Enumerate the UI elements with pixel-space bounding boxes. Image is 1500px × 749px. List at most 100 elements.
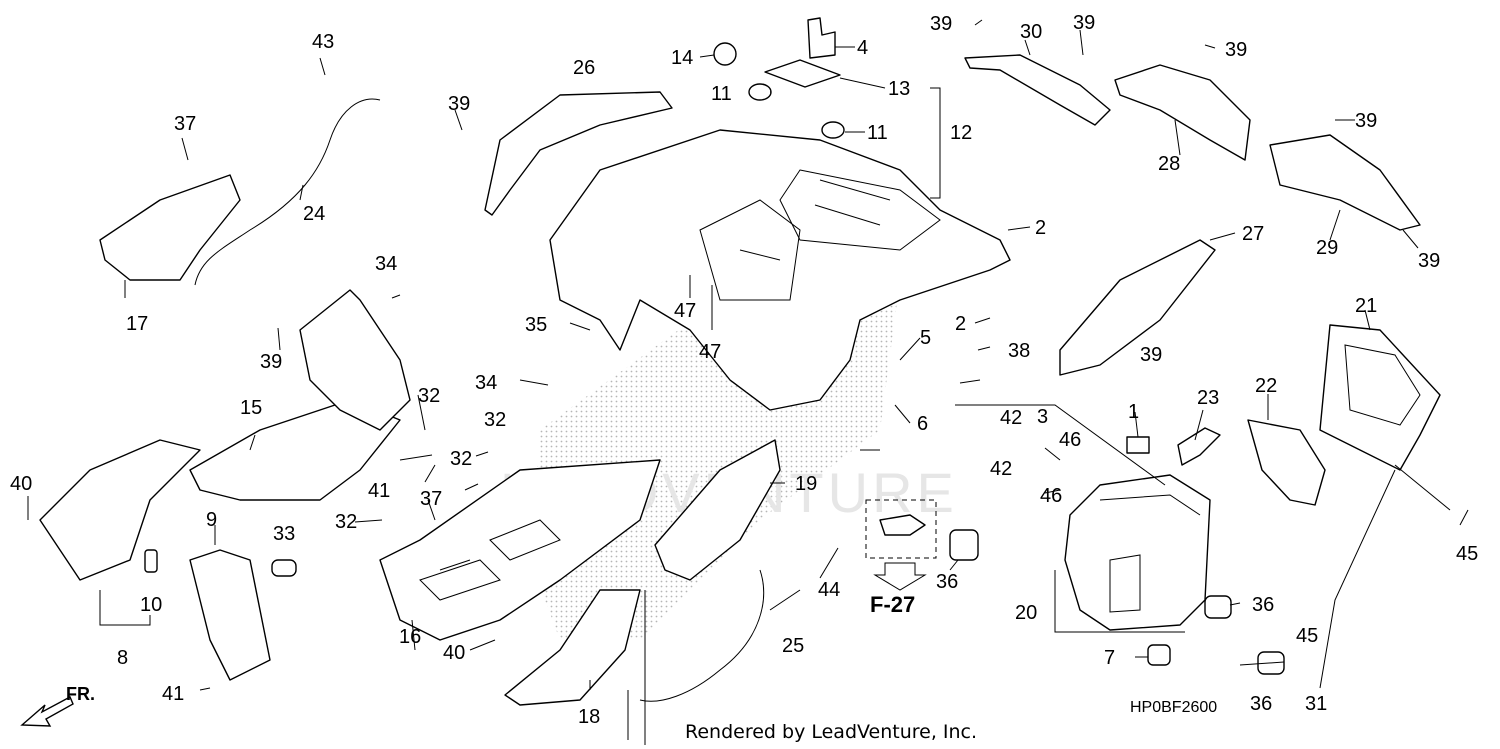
drawing-code: HP0BF2600 xyxy=(1130,699,1217,716)
callout-24: 24 xyxy=(303,203,325,225)
callout-33: 33 xyxy=(273,523,295,545)
callout-9: 9 xyxy=(206,509,217,531)
part-36-mount-a xyxy=(949,529,979,561)
callout-32d: 32 xyxy=(335,511,357,533)
callout-32c: 32 xyxy=(450,448,472,470)
callout-14: 14 xyxy=(671,47,693,69)
callout-19: 19 xyxy=(795,473,817,495)
box-detail xyxy=(1099,494,1201,613)
part-14-cap xyxy=(713,42,737,66)
callout-11a: 11 xyxy=(711,83,732,105)
credit-text: Rendered by LeadVenture, Inc. xyxy=(685,721,977,743)
part-10-clip xyxy=(144,549,158,573)
ref-arrow xyxy=(873,562,927,591)
callout-17: 17 xyxy=(126,313,148,335)
part-15-footrest xyxy=(189,399,401,501)
part-29-bracket xyxy=(1269,134,1421,231)
callout-16: 16 xyxy=(399,626,421,648)
callout-3: 3 xyxy=(1037,406,1048,428)
callout-27: 27 xyxy=(1242,223,1264,245)
part-13-pad xyxy=(764,59,841,88)
housing-detail xyxy=(1344,344,1421,426)
callout-39d: 39 xyxy=(1225,39,1247,61)
fender-deck-detail xyxy=(779,169,941,251)
part-21-housing xyxy=(1319,324,1441,471)
part-18-guard xyxy=(504,589,641,706)
callout-44: 45 xyxy=(1456,543,1478,565)
callout-34b: 34 xyxy=(475,372,497,394)
part-17-cover xyxy=(99,174,241,281)
callout-5: 5 xyxy=(920,327,931,349)
callout-2a: 2 xyxy=(1035,217,1046,239)
part-panel-left xyxy=(299,289,411,431)
callouts: 1 2 2 3 4 5 6 7 8 9 10 11 11 12 13 14 15… xyxy=(10,12,1478,728)
box-group-outline xyxy=(955,404,1166,486)
callout-20: 20 xyxy=(1015,602,1037,624)
callout-39g: 39 xyxy=(1140,344,1162,366)
part-33-grommet xyxy=(271,559,297,577)
divider xyxy=(627,590,646,745)
callout-35: 35 xyxy=(525,314,547,336)
callout-39b: 39 xyxy=(930,13,952,35)
part-25-cable xyxy=(639,569,765,702)
callout-15: 15 xyxy=(240,397,262,419)
callout-40b: 41 xyxy=(162,683,184,705)
part-11-grommet-a xyxy=(748,83,772,101)
callout-39a: 39 xyxy=(448,93,470,115)
ref-box xyxy=(865,499,937,559)
callout-42b: 44 xyxy=(818,579,840,601)
part-36-mount-b xyxy=(1204,595,1232,619)
callout-39j: 40 xyxy=(443,642,465,664)
callout-18: 18 xyxy=(578,706,600,728)
callout-39e: 39 xyxy=(1355,110,1377,132)
callout-46a: 47 xyxy=(674,300,696,322)
callout-32a: 32 xyxy=(418,385,440,407)
callout-4: 4 xyxy=(857,37,868,59)
part-9-guard xyxy=(189,549,271,681)
front-arrow xyxy=(20,696,74,727)
callout-7: 7 xyxy=(1104,647,1115,669)
callout-10: 10 xyxy=(140,594,162,616)
part-19-guard xyxy=(654,439,781,581)
callout-39i: 40 xyxy=(10,473,32,495)
callout-45b: 46 xyxy=(1040,485,1062,507)
part-23-latch xyxy=(1177,427,1221,466)
part-26-flap xyxy=(484,91,673,216)
callout-1: 1 xyxy=(1128,401,1139,423)
callout-41a: 42 xyxy=(1000,407,1022,429)
part-12-rear-fender xyxy=(549,129,1011,411)
part-1-pad xyxy=(1126,436,1150,454)
callout-32b: 32 xyxy=(484,409,506,431)
ref-clamp xyxy=(879,514,926,536)
callout-46b: 47 xyxy=(699,341,721,363)
callout-43: 45 xyxy=(1296,625,1318,647)
callout-36c: 36 xyxy=(1250,693,1272,715)
callout-22: 22 xyxy=(1255,375,1277,397)
callout-25: 25 xyxy=(782,635,804,657)
part-4-clip xyxy=(807,17,836,59)
callout-26: 26 xyxy=(573,57,595,79)
callout-29: 29 xyxy=(1316,237,1338,259)
callout-42a: 43 xyxy=(312,31,334,53)
callout-45a: 46 xyxy=(1059,429,1081,451)
callout-30: 30 xyxy=(1020,21,1042,43)
callout-39h: 39 xyxy=(260,351,282,373)
part-16-footrest xyxy=(379,459,661,641)
part-27-strip xyxy=(1059,239,1216,376)
callout-40a: 41 xyxy=(368,480,390,502)
callout-39f: 39 xyxy=(1418,250,1440,272)
callout-36b: 36 xyxy=(1252,594,1274,616)
part-8-guard xyxy=(39,439,201,581)
part-24-cable xyxy=(194,98,381,286)
part-28-bracket xyxy=(1114,64,1251,161)
callout-28: 28 xyxy=(1158,153,1180,175)
bracket-20 xyxy=(1054,570,1185,633)
callout-37b: 37 xyxy=(420,488,442,510)
callout-37a: 37 xyxy=(174,113,196,135)
callout-2b: 2 xyxy=(955,313,966,335)
leader-lines xyxy=(27,19,1469,691)
callout-12: 12 xyxy=(950,122,972,144)
fender-center-detail xyxy=(699,199,801,301)
callout-13: 13 xyxy=(888,78,910,100)
